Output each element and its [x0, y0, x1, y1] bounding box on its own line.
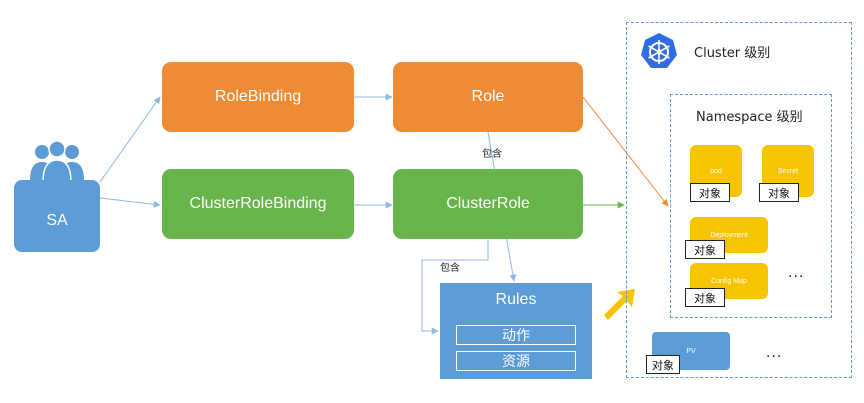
- clusterrolebinding-label: ClusterRoleBinding: [189, 195, 327, 212]
- arrow-sa-to-clusterrolebinding: [99, 197, 161, 208]
- pod-label: pod: [710, 167, 722, 175]
- pv-object-tag: 对象: [646, 355, 680, 374]
- sa-label: SA: [46, 212, 68, 229]
- rolebinding-label: RoleBinding: [214, 88, 302, 105]
- cluster-scope-label: Cluster 级别: [694, 46, 771, 61]
- cluster-scope-box: [626, 22, 852, 378]
- deployment-label: Deployment: [710, 231, 748, 239]
- secret-label: Secret: [777, 167, 799, 175]
- namespace-scope-box: [670, 94, 832, 318]
- sa-node: SA: [14, 180, 100, 252]
- kubernetes-wheel-icon: [640, 32, 678, 70]
- clusterrole-node: ClusterRole: [393, 169, 583, 239]
- namespace-scope-label: Namespace 级别: [696, 110, 803, 125]
- arrow-sa-to-rolebinding: [99, 96, 161, 183]
- deployment-object-tag: 对象: [685, 240, 725, 259]
- clusterrole-label: ClusterRole: [446, 195, 530, 212]
- pod-object-tag: 对象: [690, 183, 730, 202]
- users-group-icon: [28, 140, 86, 184]
- pv-label: PV: [686, 347, 696, 355]
- configmap-label: Config Map: [711, 277, 747, 285]
- configmap-object-tag: 对象: [685, 288, 725, 307]
- role-node: Role: [393, 62, 583, 132]
- role-label: Role: [471, 88, 505, 105]
- clusterrolebinding-node: ClusterRoleBinding: [162, 169, 354, 239]
- clusterrole-contains-label: 包含: [440, 263, 460, 274]
- rules-node: Rules 动作 资源: [440, 283, 592, 379]
- rolebinding-node: RoleBinding: [162, 62, 354, 132]
- rule-item-resource: 资源: [456, 351, 576, 371]
- yellow-block-arrow: [604, 289, 635, 320]
- rule-item-action: 动作: [456, 325, 576, 345]
- arrow-clusterrole-to-rules: [421, 240, 489, 335]
- cluster-more-ellipsis: ...: [766, 344, 783, 361]
- rules-title: Rules: [495, 291, 537, 308]
- role-contains-label: 包含: [482, 149, 502, 160]
- secret-object-tag: 对象: [759, 183, 799, 202]
- namespace-more-ellipsis: ...: [788, 264, 805, 281]
- arrow-role-to-namespace: [582, 96, 669, 207]
